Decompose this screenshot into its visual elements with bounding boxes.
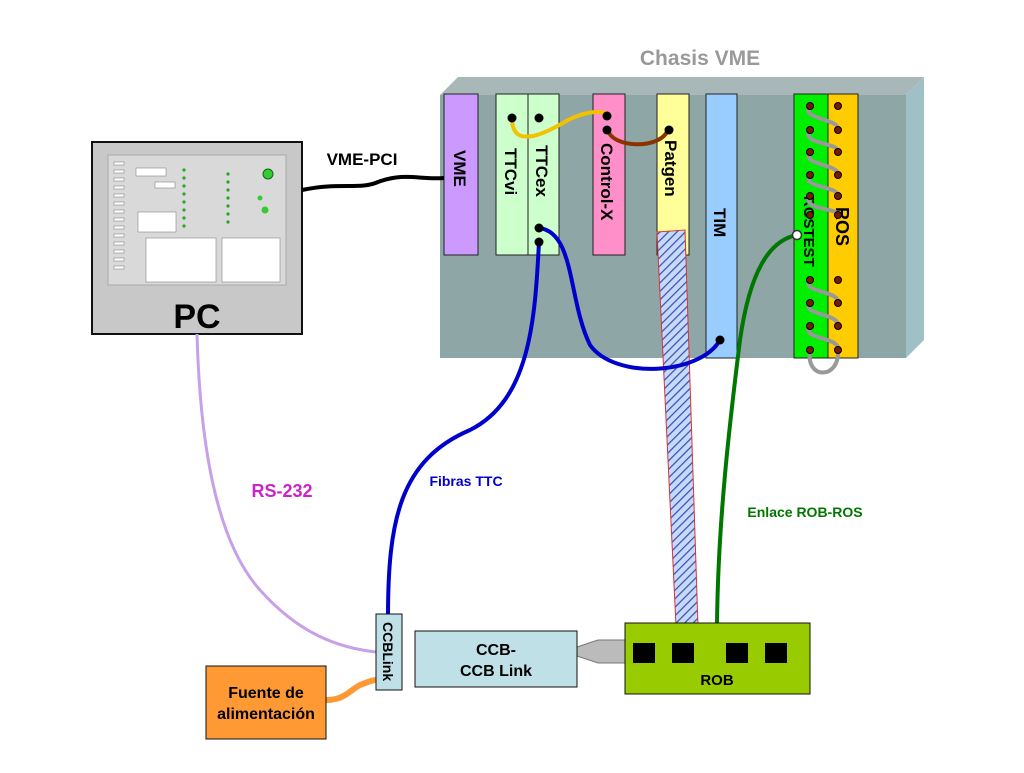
ttc-fiber-ccblink: [386, 241, 541, 618]
card-patgen[interactable]: [656, 93, 690, 256]
crate-jumpers: [507, 110, 674, 147]
fuente-label-line2: alimentación: [217, 706, 315, 723]
card-controlx-label: Control-X: [597, 143, 616, 221]
ros-connectors: [806, 102, 842, 354]
ccb-rob-cable: [576, 639, 627, 664]
rs232-label: RS-232: [251, 481, 312, 501]
ccb-link-module[interactable]: CCB- CCB Link: [414, 630, 578, 688]
rs232-cable: [195, 333, 377, 654]
pc-box[interactable]: PC: [91, 141, 303, 336]
vme-pci-label: VME-PCI: [327, 150, 398, 169]
ttc-fiber-tim: [538, 226, 722, 371]
tim-port: [715, 335, 725, 345]
power-supply-module[interactable]: Fuente de alimentación: [205, 665, 327, 740]
ccblink-module[interactable]: CCBLink: [375, 613, 403, 691]
rob-ros-link: [715, 233, 798, 626]
card-patgen-label: Patgen: [661, 140, 680, 197]
ttcex-port-2: [534, 237, 544, 247]
rob-connector-4: [765, 643, 787, 663]
card-ttcvi-label: TTCvi: [501, 148, 520, 195]
rostest-port: [791, 229, 803, 241]
ttcex-port-1: [534, 223, 544, 233]
rob-module[interactable]: ROB: [624, 622, 811, 695]
enlace-rob-ros-label: Enlace ROB-ROS: [747, 504, 862, 520]
card-tim-label: TIM: [710, 208, 729, 237]
fuente-label-line1: Fuente de: [228, 685, 304, 702]
rob-label: ROB: [700, 672, 734, 689]
ccblink-label: CCBLink: [380, 622, 396, 681]
pc-label: PC: [173, 298, 220, 336]
card-ros[interactable]: [827, 93, 859, 359]
chassis-title: Chasis VME: [640, 47, 760, 70]
chassis-top: [440, 77, 924, 95]
ccb-label-line1: CCB-: [476, 642, 516, 659]
chassis-side: [906, 77, 924, 358]
power-cable: [325, 677, 377, 703]
rob-connector-1: [633, 643, 655, 663]
rob-connector-2: [672, 643, 694, 663]
card-vme[interactable]: [443, 93, 479, 256]
card-ttcex-label: TTCex: [532, 145, 551, 198]
card-vme-label: VME: [450, 150, 469, 187]
pc-screen-widgets: [113, 161, 281, 283]
vme-pci-cable: [301, 174, 445, 192]
rob-connector-3: [726, 643, 748, 663]
pc-screen-leds: [182, 168, 274, 228]
fibras-ttc-label: Fibras TTC: [429, 473, 502, 489]
card-controlx[interactable]: [592, 93, 626, 256]
ccb-label-line2: CCB Link: [460, 663, 532, 680]
card-tim[interactable]: [705, 93, 738, 359]
